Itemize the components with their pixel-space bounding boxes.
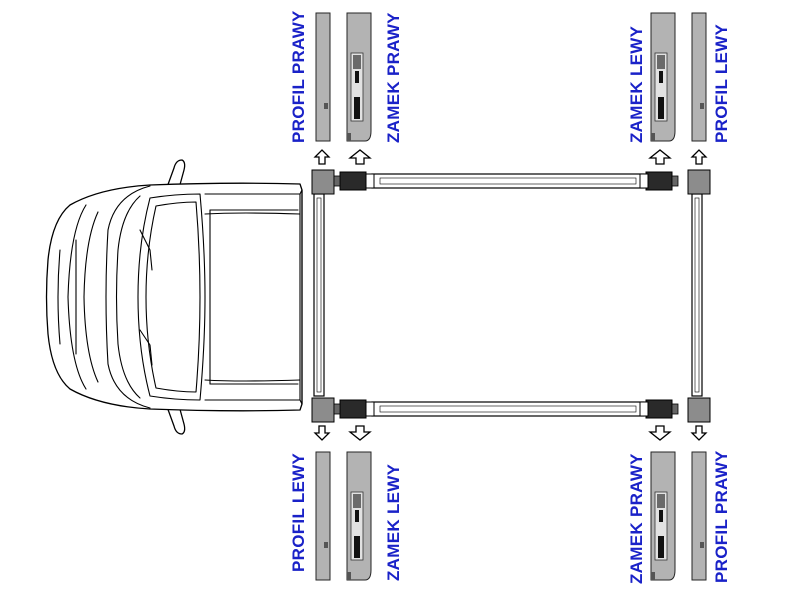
label-top-right-profile: PROFIL LEWY xyxy=(712,23,731,143)
label-bottom-right-profile: PROFIL PRAWY xyxy=(712,450,731,583)
label-top-right-lock: ZAMEK LEWY xyxy=(627,25,646,143)
lock-part-top-right xyxy=(650,12,676,142)
label-bottom-right-lock: ZAMEK PRAWY xyxy=(627,453,646,584)
profile-part-top-left xyxy=(315,12,331,142)
label-top-left-lock: ZAMEK PRAWY xyxy=(384,12,403,143)
lock-part-bottom-left xyxy=(346,451,372,581)
label-top-left-profile: PROFIL PRAWY xyxy=(289,10,308,143)
van-top-view xyxy=(45,159,303,435)
label-bottom-left-profile: PROFIL LEWY xyxy=(289,452,308,572)
lock-part-bottom-right xyxy=(650,451,676,581)
profile-part-bottom-left xyxy=(315,451,331,581)
profile-part-top-right xyxy=(691,12,707,142)
arrows xyxy=(314,149,707,441)
label-bottom-left-lock: ZAMEK LEWY xyxy=(384,463,403,581)
profile-part-bottom-right xyxy=(691,451,707,581)
lock-part-top-left xyxy=(346,12,372,142)
roof-rack-frame xyxy=(311,169,711,423)
